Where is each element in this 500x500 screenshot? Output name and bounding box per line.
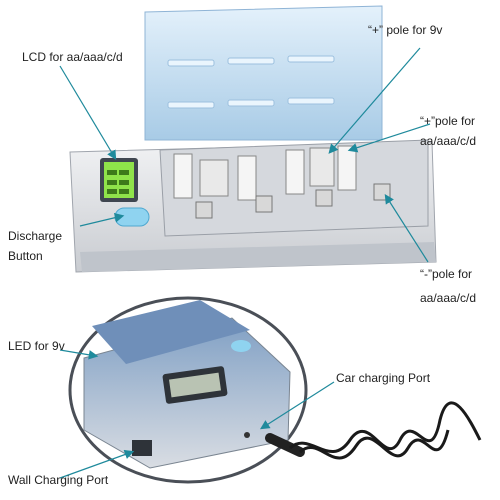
label-led-9v: LED for 9v	[8, 339, 65, 353]
label-car-port: Car charging Port	[336, 371, 431, 385]
label-plus-aa-line1: “+”pole for	[420, 114, 476, 128]
car-charger-cable	[265, 401, 482, 460]
car-port-socket	[244, 432, 250, 438]
label-discharge-line2: Button	[8, 249, 43, 263]
charger-lid	[144, 5, 383, 141]
label-lcd: LCD for aa/aaa/c/d	[22, 50, 123, 64]
pointer-arrows	[59, 47, 431, 479]
label-minus-aa-line1: “-”pole for	[420, 267, 473, 281]
label-wall-port: Wall Charging Port	[8, 473, 109, 487]
battery-slots	[173, 145, 391, 219]
inset-button	[231, 340, 251, 352]
charger-closeup-inset	[68, 296, 308, 484]
label-plus-aa-line2: aa/aaa/c/d	[420, 134, 477, 148]
wall-port-socket	[132, 440, 152, 456]
label-plus-9v: “+” pole for 9v	[368, 23, 443, 37]
label-minus-aa-line2: aa/aaa/c/d	[420, 291, 477, 305]
label-discharge-line1: Discharge	[8, 229, 63, 243]
lcd-screen	[100, 158, 138, 202]
